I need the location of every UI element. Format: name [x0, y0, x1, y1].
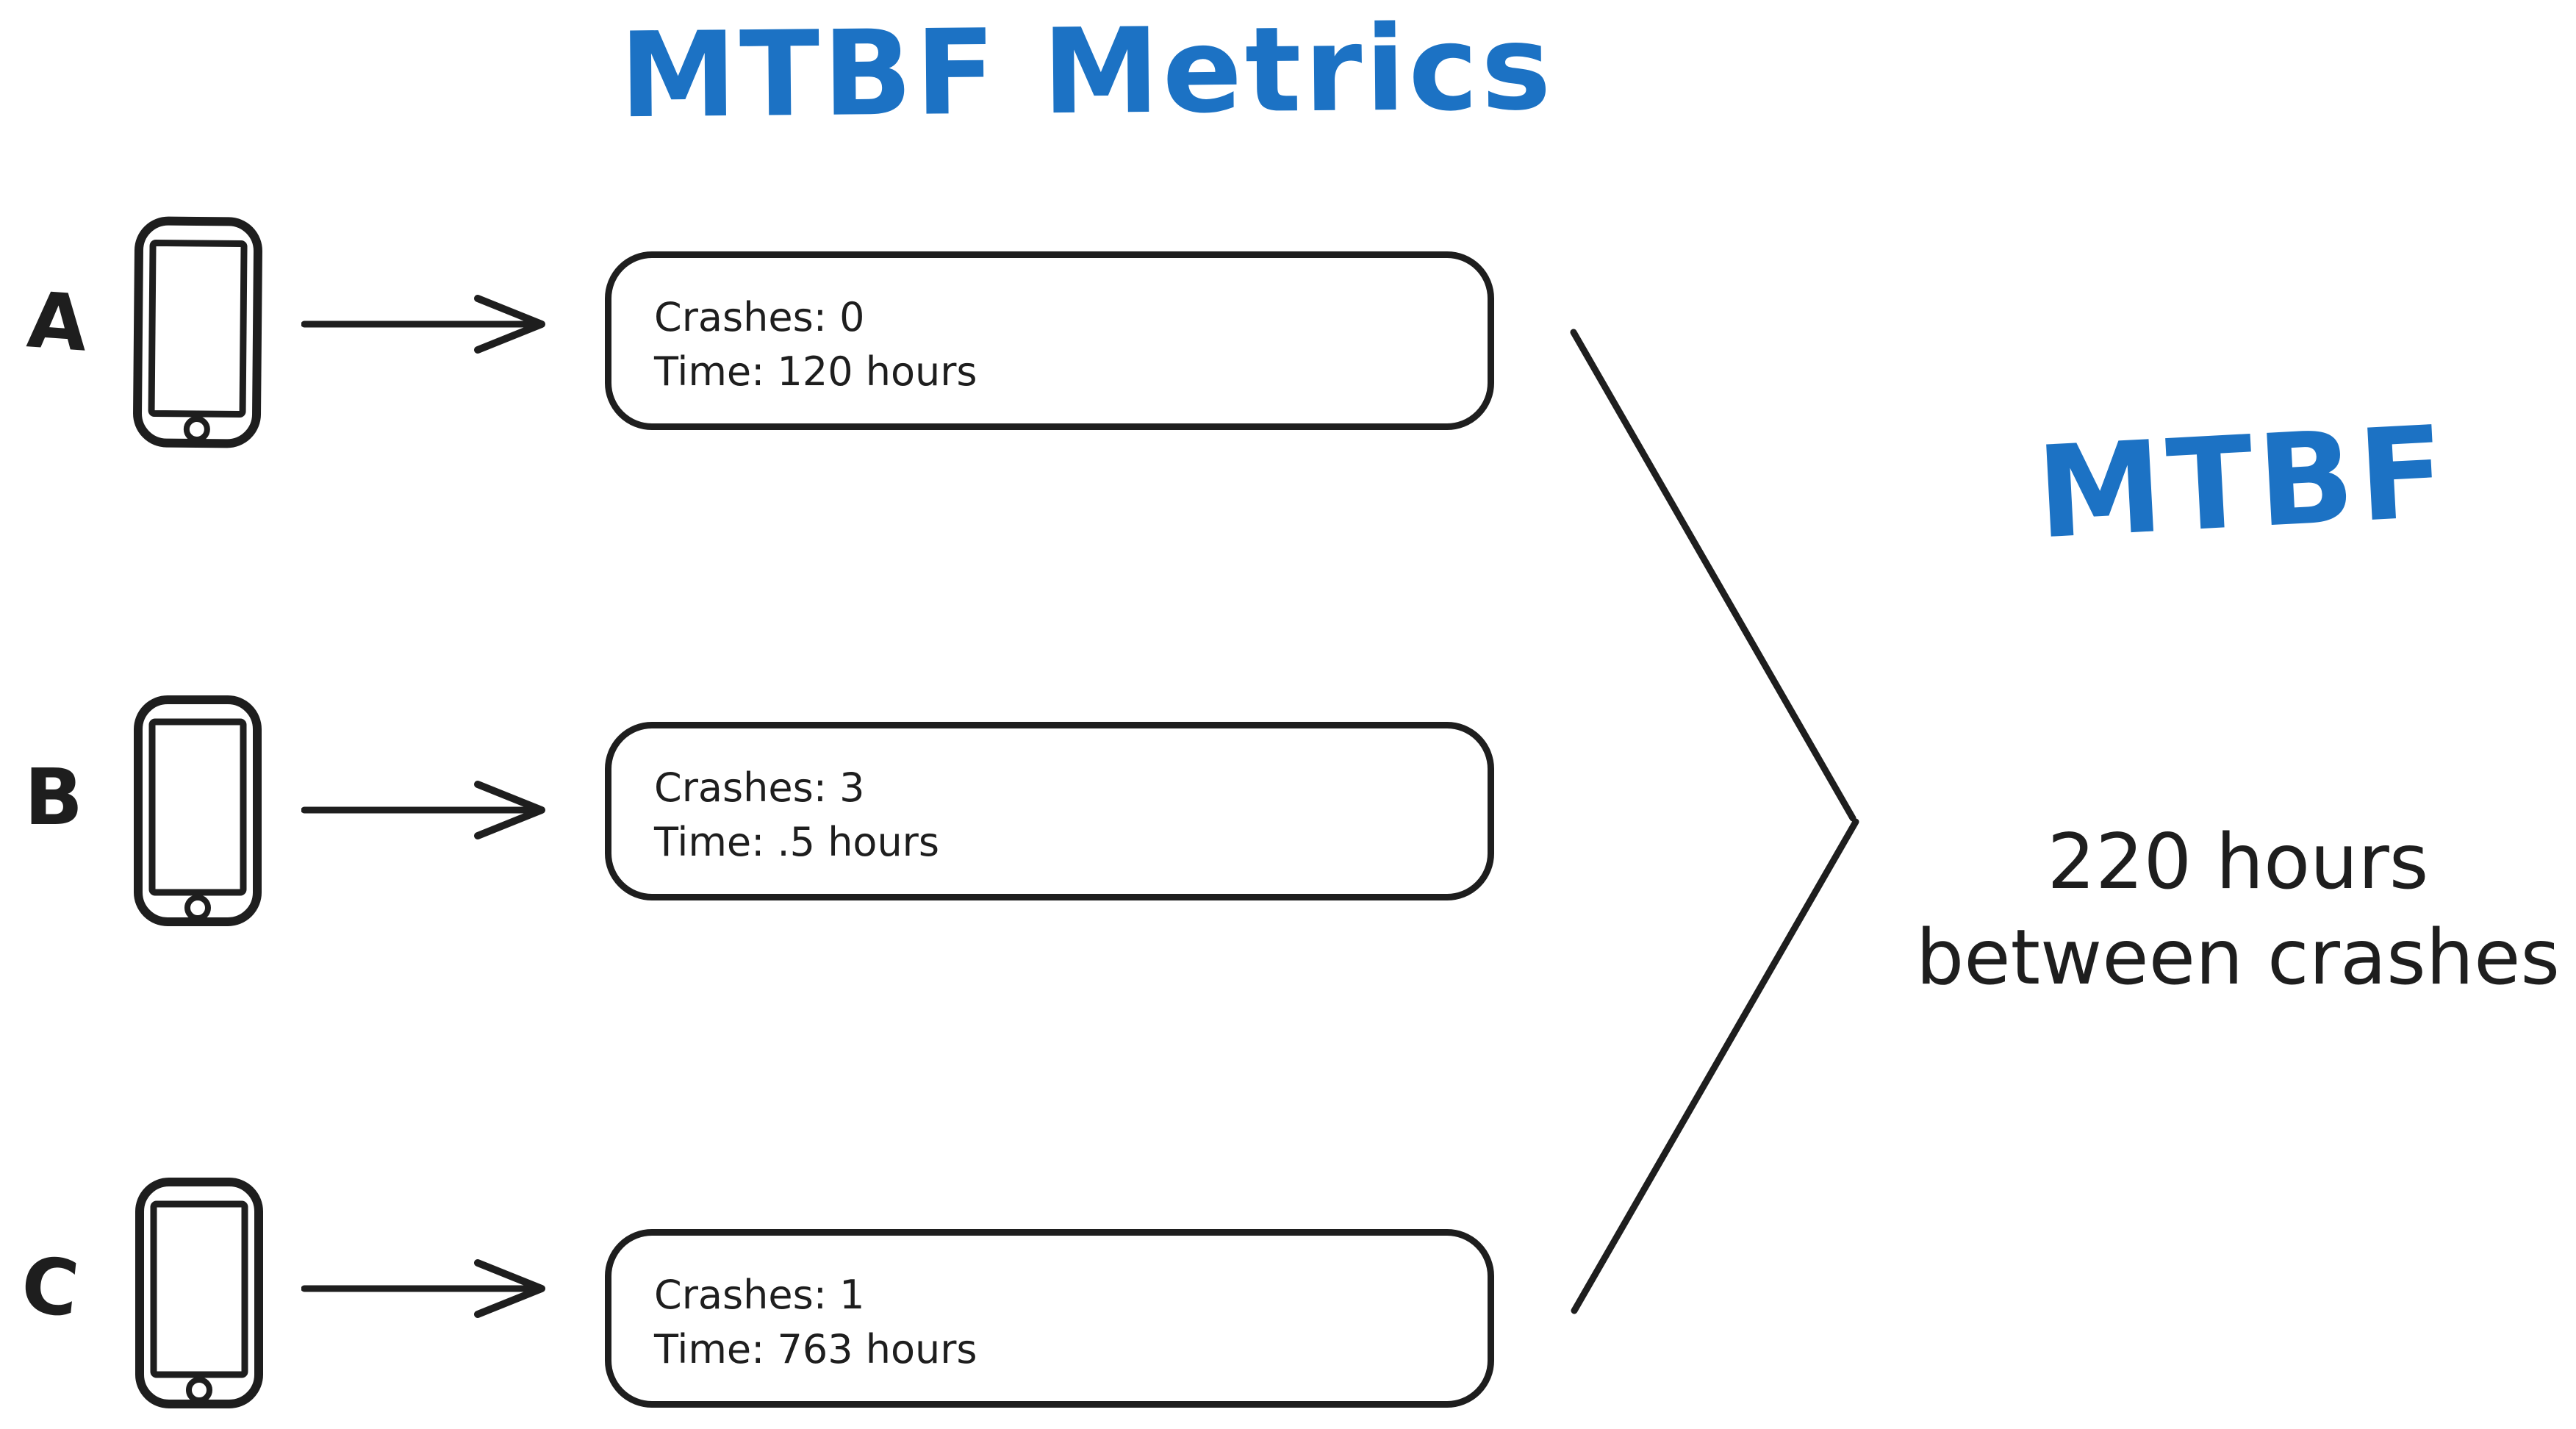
device-a-label: A: [24, 275, 90, 369]
smartphone-icon: [134, 1176, 265, 1410]
smartphone-icon: [132, 215, 265, 450]
converge-chevron-icon: [1558, 316, 1867, 1330]
device-b-metrics-box: Crashes: 3 Time: .5 hours: [605, 722, 1494, 900]
arrow-right-icon: [301, 289, 548, 359]
page-title: MTBF Metrics: [619, 0, 1555, 145]
arrow-right-icon: [301, 775, 548, 845]
device-a-crashes: Crashes: 0: [654, 294, 865, 340]
device-c-crashes: Crashes: 1: [654, 1272, 865, 1318]
device-b-crashes: Crashes: 3: [654, 764, 865, 811]
device-b-label: B: [24, 753, 84, 842]
device-a-metrics-box: Crashes: 0 Time: 120 hours: [605, 251, 1494, 430]
arrow-right-icon: [301, 1253, 548, 1324]
result-value: 220 hours between crashes: [1870, 814, 2576, 1006]
device-c-metrics-box: Crashes: 1 Time: 763 hours: [605, 1229, 1494, 1408]
smartphone-icon: [132, 694, 263, 928]
result-heading: MTBF: [2033, 398, 2453, 567]
result-value-line2: between crashes: [1915, 914, 2561, 1002]
device-a-time: Time: 120 hours: [654, 348, 977, 395]
result-value-line1: 220 hours: [2047, 818, 2429, 906]
device-b-time: Time: .5 hours: [654, 819, 940, 865]
device-c-time: Time: 763 hours: [654, 1326, 977, 1372]
device-c-label: C: [17, 1239, 83, 1335]
